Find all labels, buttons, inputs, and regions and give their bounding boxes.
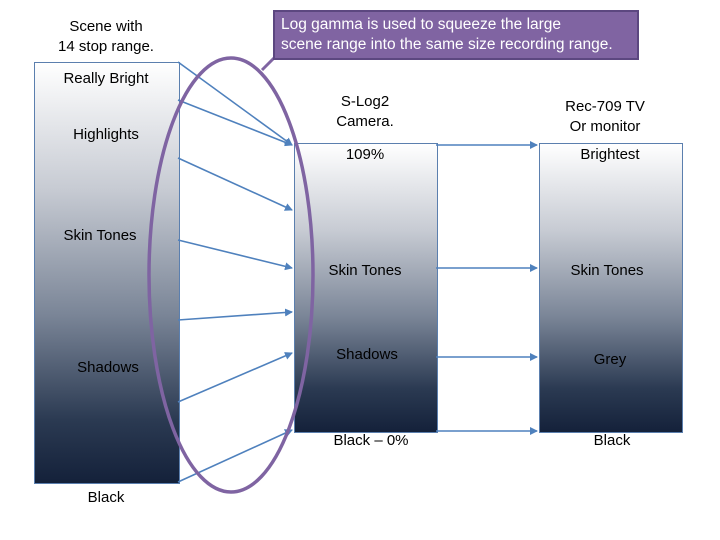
log-gamma-callout: Log gamma is used to squeeze the large s… [273, 10, 639, 60]
scene-title-line-1: Scene with [69, 18, 143, 35]
monitor-label-brightest: Brightest [580, 146, 640, 163]
mapping-arrow [177, 308, 293, 321]
mapping-arrow [177, 352, 293, 403]
mapping-arrow [177, 99, 293, 147]
callout-line-1: Log gamma is used to squeeze the large [281, 16, 562, 33]
camera-range-bar [294, 143, 438, 433]
mapping-arrow [177, 157, 293, 211]
scene-label-shadows: Shadows [77, 359, 139, 376]
scene-title-line-2: 14 stop range. [58, 38, 154, 55]
log-gamma-ellipse [147, 56, 315, 494]
camera-label-black: Black – 0% [333, 432, 409, 449]
mapping-arrow [177, 61, 293, 146]
monitor-label-grey: Grey [593, 351, 627, 368]
scene-label-black: Black [87, 489, 125, 506]
scene-label-skin-tones: Skin Tones [63, 227, 137, 244]
monitor-title-line-1: Rec-709 TV [565, 98, 645, 115]
camera-label-skin-tones: Skin Tones [328, 262, 402, 279]
scene-range-bar [34, 62, 180, 484]
camera-title-line-1: S-Log2 [340, 93, 390, 110]
camera-label-shadows: Shadows [336, 346, 398, 363]
scene-label-highlights: Highlights [73, 126, 139, 143]
monitor-label-black: Black [593, 432, 631, 449]
mapping-arrow [177, 239, 293, 271]
monitor-label-skin-tones: Skin Tones [570, 262, 644, 279]
camera-label-109: 109% [345, 146, 385, 163]
monitor-title-line-2: Or monitor [569, 118, 641, 135]
callout-line-2: scene range into the same size recording… [281, 36, 613, 53]
camera-title-line-2: Camera. [336, 113, 394, 130]
monitor-range-bar [539, 143, 683, 433]
scene-label-really-bright: Really Bright [63, 70, 149, 87]
